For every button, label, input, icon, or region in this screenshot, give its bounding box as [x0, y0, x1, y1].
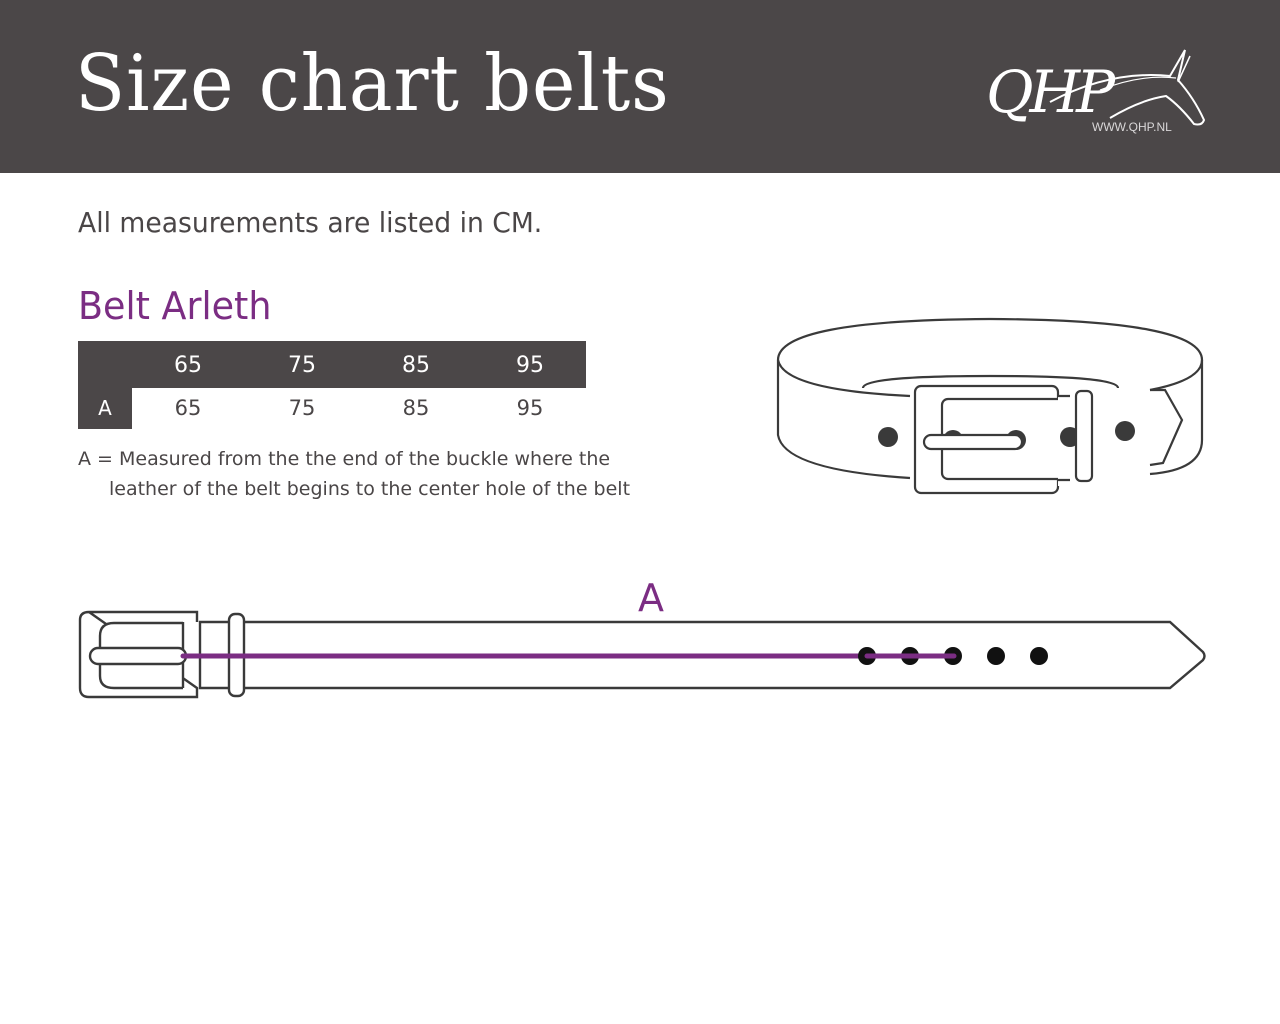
units-note: All measurements are listed in CM. — [78, 206, 543, 239]
dimension-a-label: A — [638, 576, 664, 620]
note-line-1: A = Measured from the the end of the buc… — [78, 448, 611, 470]
belt-flat-diagram-icon — [78, 610, 1206, 699]
horse-head-logo-icon: QHP — [986, 49, 1206, 126]
column-header: 85 — [402, 353, 430, 378]
logo-brand: QHP — [986, 58, 1116, 126]
belt-3d-illustration-icon — [776, 317, 1204, 495]
header-banner: Size chart belts QHP WWW.QHP.NL — [0, 0, 1280, 173]
size-table: 65 75 85 95 A 65 75 85 95 — [78, 341, 586, 429]
logo-url: WWW.QHP.NL — [1092, 120, 1172, 134]
product-title: Belt Arleth — [78, 284, 272, 328]
row-label: A — [78, 388, 132, 429]
page-title: Size chart belts — [75, 39, 670, 129]
table-cell: 85 — [402, 396, 430, 420]
table-cell: 75 — [288, 396, 316, 420]
table-cell: 65 — [174, 396, 202, 420]
column-header: 75 — [288, 353, 316, 378]
table-header-row — [78, 341, 586, 388]
note-line-2: leather of the belt begins to the center… — [109, 478, 631, 500]
measurement-note: A = Measured from the the end of the buc… — [78, 444, 630, 504]
column-header: 65 — [174, 353, 202, 378]
column-header: 95 — [516, 353, 544, 378]
table-cell: 95 — [516, 396, 544, 420]
